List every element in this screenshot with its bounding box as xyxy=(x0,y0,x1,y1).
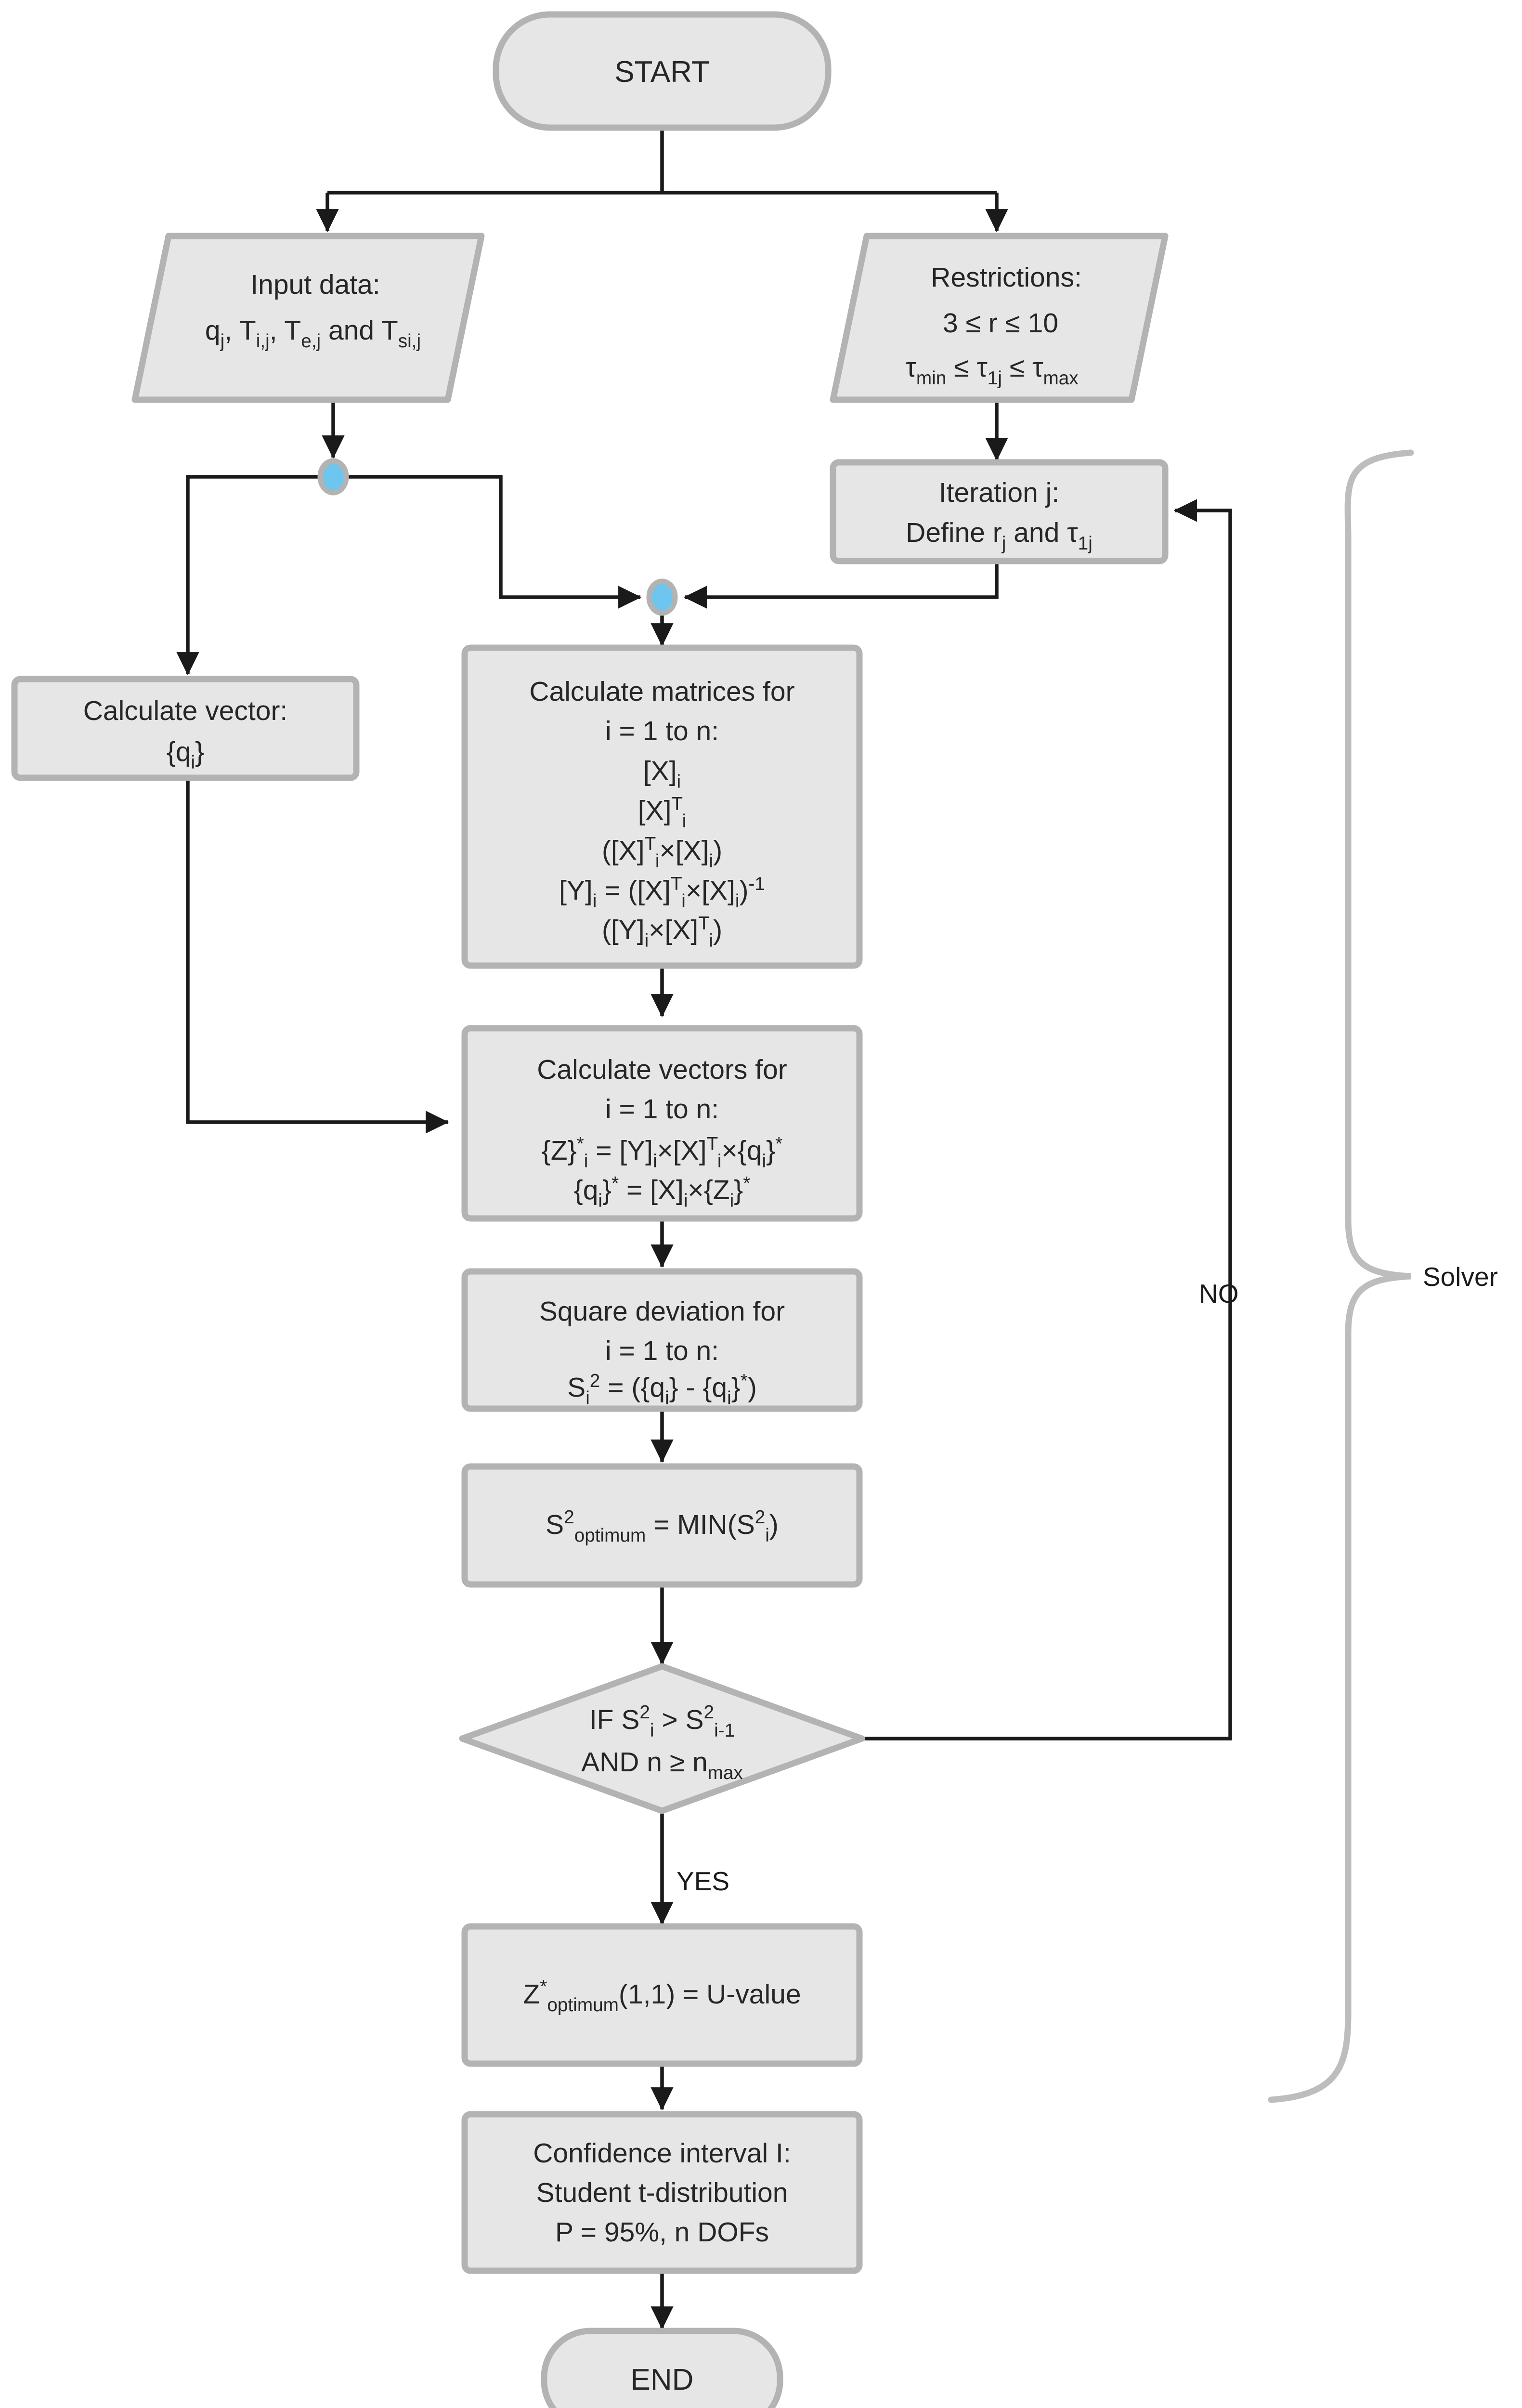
edge-iteration-to-junction xyxy=(683,561,999,609)
edge-label-yes: YES xyxy=(676,1866,729,1896)
calculate-matrices-line7: ([Y]i×[X]Ti) xyxy=(602,913,722,951)
node-labels: START Input data: qj, Ti,j, Te,j and Tsi… xyxy=(83,55,1093,2396)
edge-decision-no-loop xyxy=(862,499,1232,1741)
calculate-vectors-line2: i = 1 to n: xyxy=(605,1094,719,1125)
restrictions-line1: Restrictions: xyxy=(931,262,1082,293)
input-data-line1: Input data: xyxy=(250,269,380,300)
calculate-vectors-line1: Calculate vectors for xyxy=(537,1054,787,1085)
iteration-line2: Define rj and τ1j xyxy=(906,517,1093,554)
node-confidence-interval[interactable] xyxy=(461,2111,863,2274)
calculate-vectors-line4: {qi}* = [X]i×{Zi}* xyxy=(574,1173,751,1211)
node-calculate-vectors[interactable] xyxy=(461,1025,863,1222)
confidence-line1: Confidence interval I: xyxy=(533,2138,791,2169)
confidence-line3: P = 95%, n DOFs xyxy=(555,2217,769,2248)
solver-brace xyxy=(1268,449,1414,2103)
node-iteration[interactable] xyxy=(830,459,1169,564)
edge-labels: YES NO Solver xyxy=(676,1262,1498,1896)
calculate-vector-line1: Calculate vector: xyxy=(83,695,288,726)
calculate-vector-line2: {qi} xyxy=(167,736,204,773)
restrictions-line2: 3 ≤ r ≤ 10 xyxy=(943,308,1058,339)
square-deviation-line2: i = 1 to n: xyxy=(605,1335,719,1366)
edge-label-no: NO xyxy=(1199,1279,1239,1309)
end-label: END xyxy=(631,2363,694,2396)
calculate-matrices-line2: i = 1 to n: xyxy=(605,716,719,746)
junction-dots xyxy=(317,458,678,616)
edge-vector-to-vectors xyxy=(186,780,449,1134)
iteration-line1: Iteration j: xyxy=(939,477,1059,508)
edge-junction-right-branch xyxy=(333,475,642,609)
start-label: START xyxy=(614,55,710,89)
node-calculate-matrices[interactable] xyxy=(461,644,863,969)
node-s-optimum[interactable] xyxy=(461,1463,863,1588)
node-restrictions[interactable] xyxy=(830,233,1169,403)
node-decision[interactable] xyxy=(459,1663,865,1814)
node-calculate-vector[interactable] xyxy=(11,676,360,781)
node-start[interactable] xyxy=(493,11,832,131)
node-input-data[interactable] xyxy=(131,233,485,403)
edge-junction-left-branch xyxy=(176,475,333,676)
shapes xyxy=(11,11,1169,2408)
junction-mid-dot xyxy=(646,578,678,616)
square-deviation-line1: Square deviation for xyxy=(539,1296,785,1327)
node-z-optimum[interactable] xyxy=(461,1923,863,2067)
calculate-matrices-line1: Calculate matrices for xyxy=(529,676,794,707)
solver-brace-group xyxy=(1268,449,1414,2103)
connectors xyxy=(176,128,1232,2330)
calculate-matrices-line5: ([X]Ti×[X]i) xyxy=(602,834,722,872)
decision-line1: IF S2i > S2i-1 xyxy=(589,1702,735,1741)
confidence-line2: Student t-distribution xyxy=(536,2177,788,2208)
node-square-deviation[interactable] xyxy=(461,1268,863,1412)
calculate-matrices-line3: [X]i xyxy=(643,756,681,792)
node-end[interactable] xyxy=(541,2328,783,2408)
annotation-solver: Solver xyxy=(1423,1262,1498,1292)
junction-top-dot xyxy=(317,458,349,496)
